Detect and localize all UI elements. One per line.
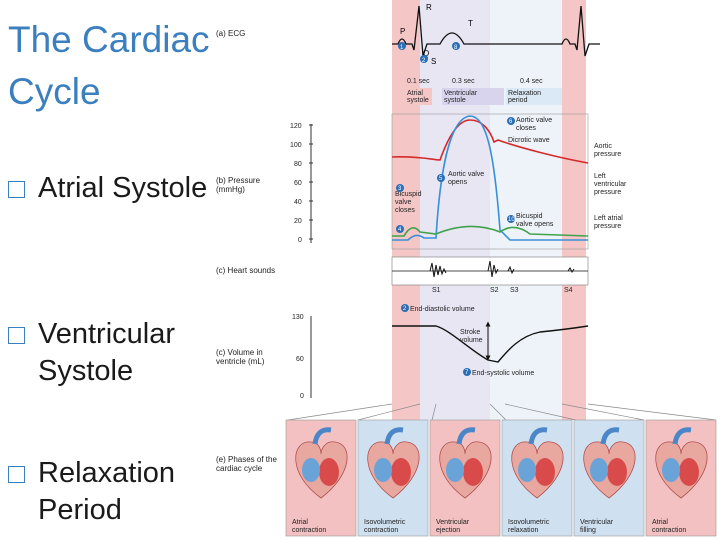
pressure-marker-4: 4 xyxy=(398,227,402,233)
heart-sound-s3: S3 xyxy=(510,287,519,294)
pressure-tick-label: 60 xyxy=(294,180,302,187)
pressure-tick-label: 40 xyxy=(294,199,302,206)
timing-ventricular-time: 0.3 sec xyxy=(452,78,475,85)
pressure-tick-label: 0 xyxy=(298,237,302,244)
volume-tick-60: 60 xyxy=(296,356,304,363)
volume-marker-7: 7 xyxy=(465,370,469,376)
ecg-wave-t: T xyxy=(468,19,473,28)
pressure-tick-label: 80 xyxy=(294,161,302,168)
ecg-marker-1: 1 xyxy=(400,45,404,51)
annotation-end-systolic: End-systolic volume xyxy=(472,370,534,377)
volume-curve xyxy=(392,325,589,363)
ventricular-pressure-curve xyxy=(392,115,588,241)
bullet-text: Relaxation Period xyxy=(38,457,176,526)
pressure-tick-label: 20 xyxy=(294,218,302,225)
bullet-text: Ventricular Systole xyxy=(38,318,176,387)
panel-label-heart-sounds: (c) Heart sounds xyxy=(216,266,275,275)
timing-atrial-time: 0.1 sec xyxy=(407,78,430,85)
annotation-end-diastolic: End-diastolic volume xyxy=(410,306,475,313)
annotation-dicrotic-wave: Dicrotic wave xyxy=(508,137,550,144)
atrial-pressure-curve xyxy=(392,225,589,237)
bullet-box-icon xyxy=(8,181,25,198)
panel-label-pressure: (b) Pressure(mmHg) xyxy=(216,176,261,194)
phase-bands xyxy=(392,0,586,420)
volume-tick-0: 0 xyxy=(300,393,304,400)
bullet-text: Atrial Systole xyxy=(38,172,208,204)
bullet-ventricular-systole: Ventricular Systole xyxy=(8,316,208,390)
bullet-relaxation-period: Relaxation Period xyxy=(8,455,208,529)
bullet-box-icon xyxy=(8,466,25,483)
pressure-marker-5: 5 xyxy=(439,176,443,182)
volume-marker-2: 2 xyxy=(403,306,407,312)
atrial-systole-band xyxy=(392,0,420,420)
heart-sound-s2: S2 xyxy=(490,287,499,294)
heart-sound-s1: S1 xyxy=(432,287,441,294)
bullet-box-icon xyxy=(8,327,25,344)
pressure-marker-6: 6 xyxy=(509,119,513,125)
bullet-atrial-systole: Atrial Systole xyxy=(8,170,208,207)
ecg-wave-q: Q xyxy=(423,49,429,58)
pressure-tick-label: 100 xyxy=(290,142,302,149)
pressure-tick-label: 120 xyxy=(290,123,302,130)
ecg-marker-2: 2 xyxy=(422,58,426,64)
volume-tick-130: 130 xyxy=(292,314,304,321)
aortic-pressure-curve xyxy=(391,119,589,164)
ecg-panel: P R T Q S 1 2 8 xyxy=(392,3,600,66)
ecg-wave-s: S xyxy=(431,57,436,66)
ecg-trace xyxy=(392,5,600,57)
ecg-wave-r: R xyxy=(426,3,432,12)
ecg-wave-p: P xyxy=(400,27,405,36)
timing-relaxation-time: 0.4 sec xyxy=(520,78,543,85)
relaxation-band xyxy=(490,0,562,420)
ventricular-systole-band xyxy=(420,0,490,420)
phase-connectors xyxy=(287,403,717,421)
ecg-marker-8: 8 xyxy=(454,45,458,51)
heart-sound-trace xyxy=(429,260,575,278)
panel-label-ecg: (a) ECG xyxy=(216,29,245,38)
slide-title: The Cardiac Cycle xyxy=(8,19,210,112)
heart-sounds-panel: S1 S2 S3 S4 xyxy=(391,256,589,294)
pressure-marker-10: 10 xyxy=(508,217,515,223)
heart-sound-s4: S4 xyxy=(564,287,573,294)
pressure-marker-3: 3 xyxy=(398,186,402,192)
atrial-systole-band-2 xyxy=(562,0,586,420)
